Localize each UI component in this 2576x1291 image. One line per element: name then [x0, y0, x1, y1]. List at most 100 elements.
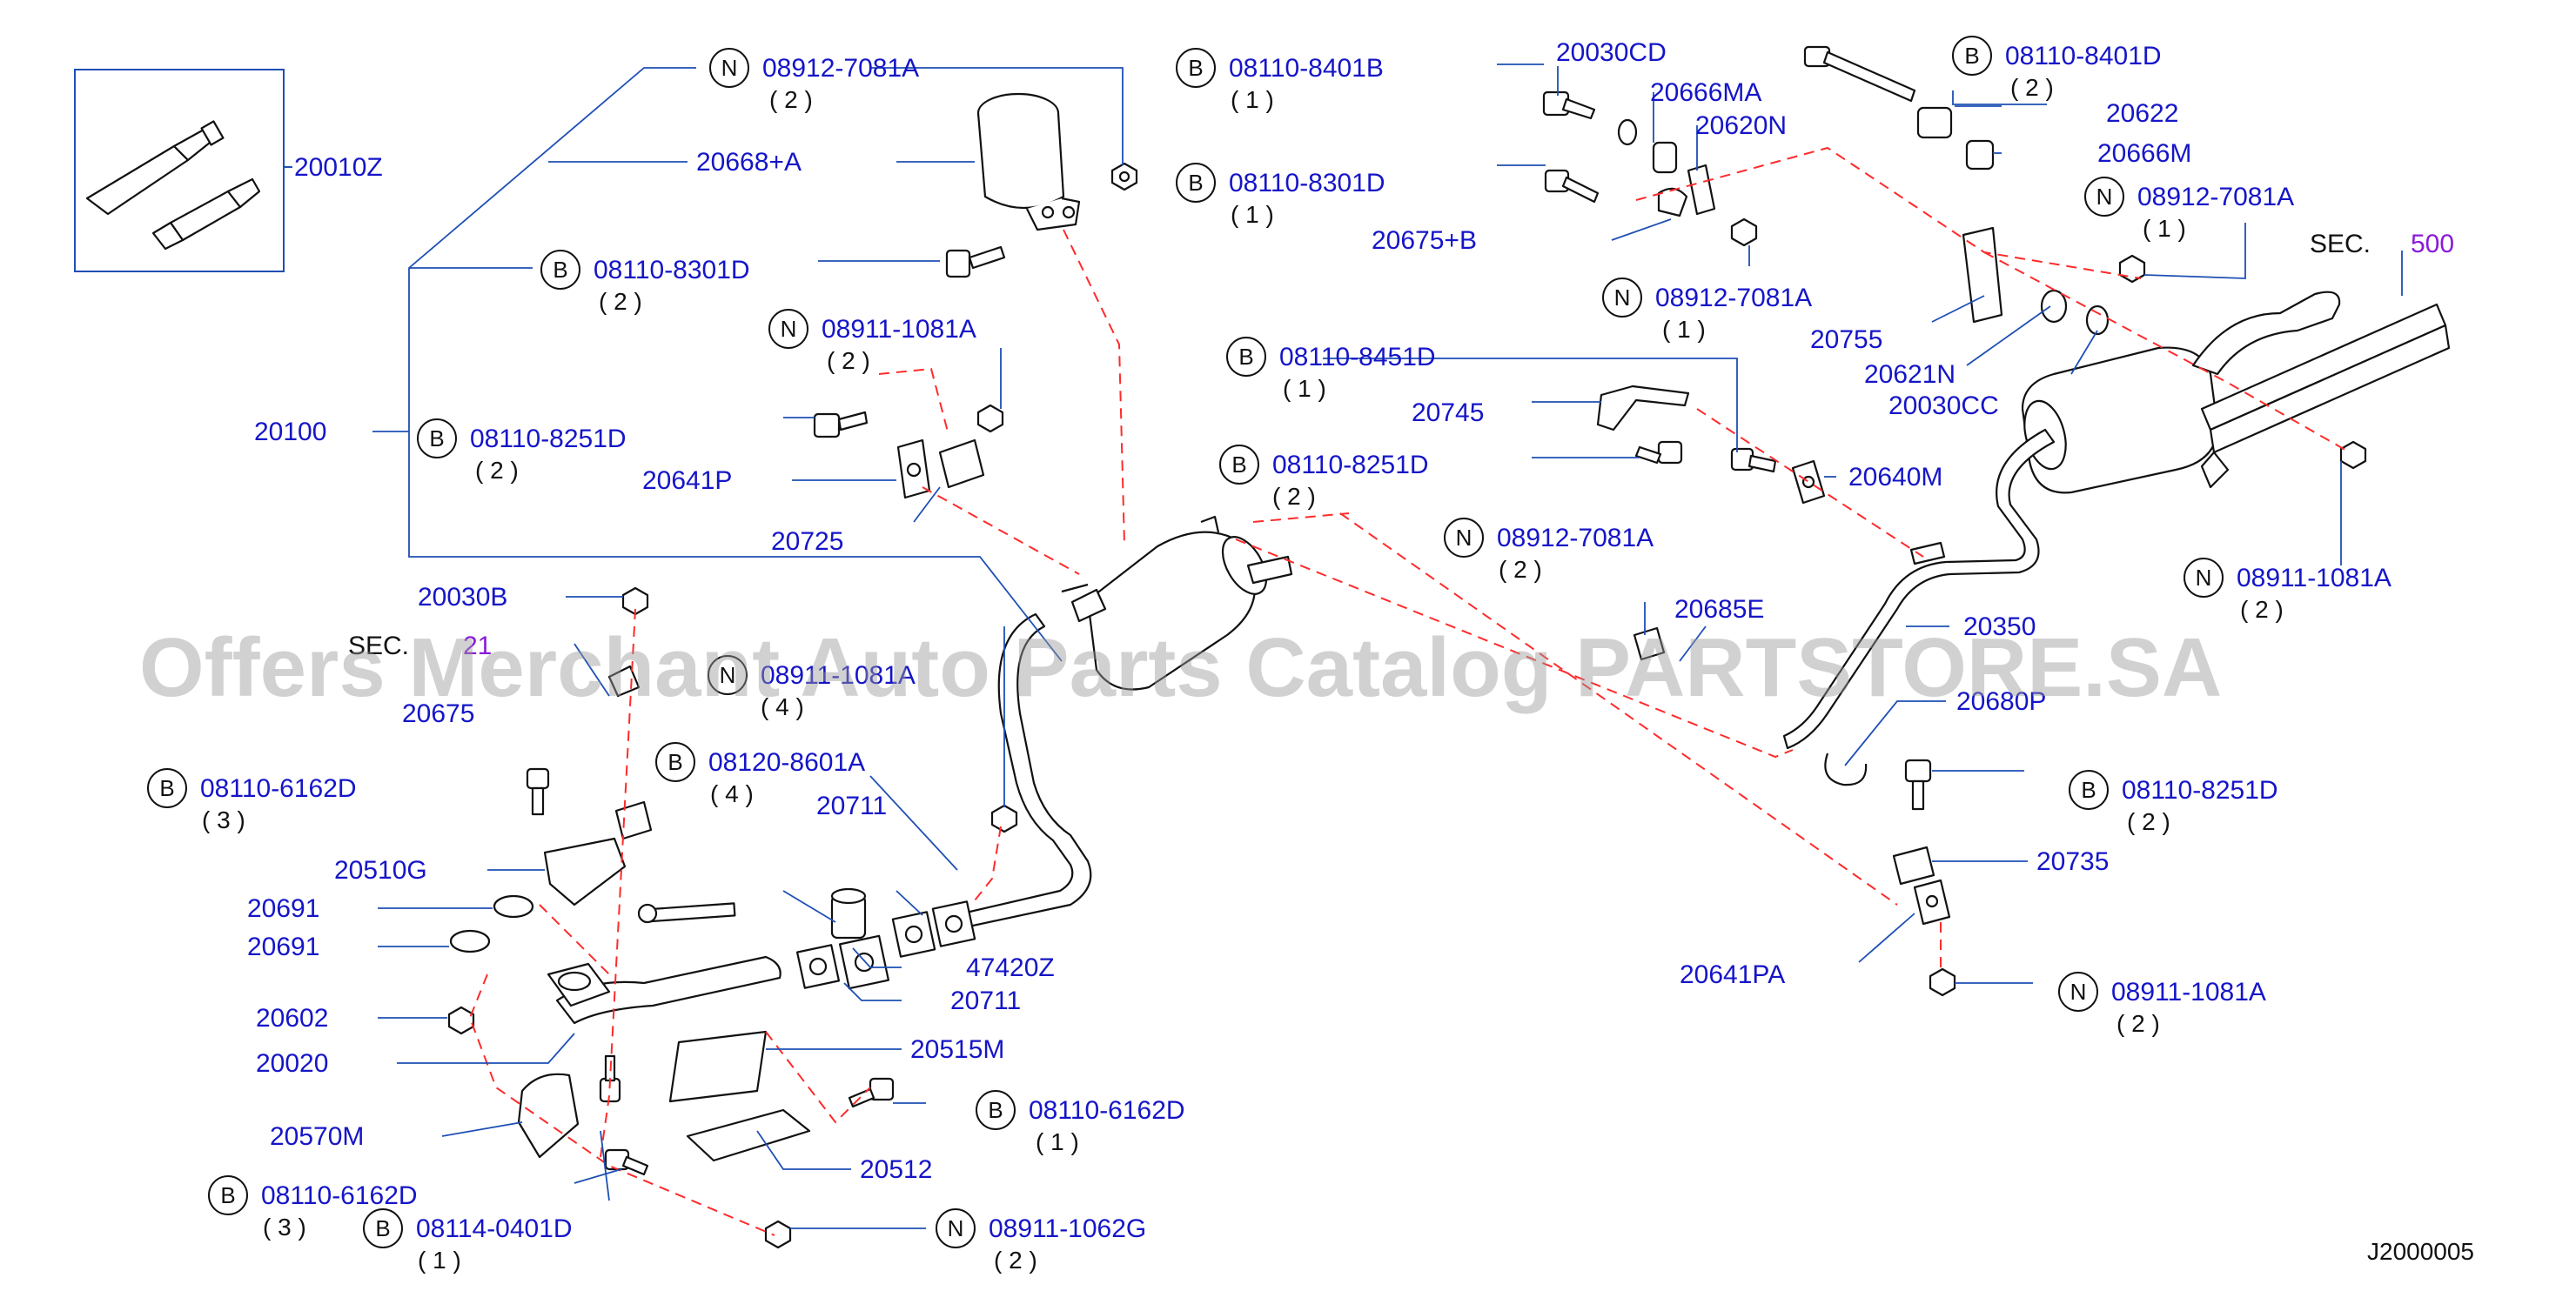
bracket-20745-icon	[1596, 385, 1690, 431]
clamp-20675B-icon	[1657, 187, 1688, 217]
svg-text:B: B	[667, 749, 682, 775]
label-20640M: 20640M	[1848, 463, 1942, 492]
label-20030CC: 20030CC	[1888, 391, 1999, 420]
fastener-quantity: ( 3 )	[263, 1214, 306, 1241]
label-20512: 20512	[860, 1155, 932, 1184]
leader-lines	[284, 64, 2403, 1229]
svg-text:B: B	[1964, 43, 1979, 69]
rear-muffler-icon	[2021, 346, 2219, 494]
bolt-icon	[813, 411, 869, 438]
fastener-quantity: ( 1 )	[1231, 86, 1274, 113]
label-20735: 20735	[2036, 847, 2109, 876]
fastener-part-number: 08110-8401D	[2005, 42, 2162, 70]
fastener-quantity: ( 4 )	[761, 693, 804, 720]
fastener-part-number: 08912-7081A	[2137, 183, 2294, 211]
tail-pipe-icon	[2191, 291, 2341, 376]
washer-20621N-icon	[2040, 289, 2068, 324]
label-20711-a: 20711	[816, 792, 887, 820]
fastener-part-number: 08110-6162D	[200, 774, 357, 803]
svg-text:B: B	[429, 425, 444, 452]
bolt-icon	[1730, 447, 1777, 473]
bushing-20666M-icon	[1965, 139, 1995, 171]
part-labels: 20010Z 20668+A 20100 20641P 20725 20030B…	[247, 38, 2191, 1184]
label-20510G: 20510G	[334, 856, 427, 885]
svg-text:21: 21	[463, 632, 492, 660]
fastener-quantity: ( 1 )	[1036, 1128, 1079, 1155]
label-20745: 20745	[1412, 398, 1484, 427]
gasket-icon	[891, 911, 936, 958]
gasket-20691-icon	[493, 894, 534, 919]
fastener-part-number: 08911-1062G	[989, 1214, 1146, 1243]
label-20570M: 20570M	[270, 1122, 364, 1151]
bolt-icon	[945, 245, 1006, 278]
svg-text:B: B	[1188, 55, 1203, 81]
fastener-badge: B	[2069, 770, 2109, 810]
fastener-part-number: 08110-8301D	[1229, 169, 1385, 197]
svg-text:N: N	[1456, 525, 1472, 551]
label-20030CD: 20030CD	[1556, 38, 1667, 67]
clip-20685E-icon	[1633, 626, 1666, 661]
fastener-quantity: ( 2 )	[2240, 596, 2284, 623]
label-20622: 20622	[2106, 99, 2178, 128]
fastener-badge: B	[1226, 337, 1266, 377]
label-20675: 20675	[402, 699, 474, 728]
svg-text:500: 500	[2411, 230, 2454, 258]
fastener-badge: N	[1444, 518, 1484, 558]
nut-icon	[1929, 967, 1956, 997]
fastener-badge: B	[147, 768, 187, 808]
svg-text:SEC.: SEC.	[348, 632, 409, 660]
fastener-badge: N	[2084, 177, 2124, 217]
clamp-20668-icon	[976, 92, 1081, 231]
washer-icon	[1617, 118, 1638, 146]
fastener-quantity: ( 2 )	[827, 347, 870, 374]
section-ref-21: SEC. 21	[348, 632, 492, 660]
fastener-part-number: 08110-6162D	[261, 1181, 418, 1210]
fastener-badge: B	[417, 418, 457, 458]
fastener-badge: N	[936, 1208, 976, 1248]
label-20666MA: 20666MA	[1650, 78, 1761, 107]
fastener-part-number: 08912-7081A	[762, 54, 919, 83]
center-muffler-icon	[1061, 515, 1293, 691]
fastener-badge: N	[2184, 558, 2224, 598]
fastener-quantity: ( 2 )	[1272, 483, 1316, 510]
gasket-20691-icon	[449, 929, 491, 953]
svg-text:N: N	[948, 1215, 964, 1241]
bracket-20675-icon	[614, 800, 653, 840]
label-20620N: 20620N	[1695, 111, 1787, 140]
label-20020: 20020	[256, 1049, 328, 1078]
label-20515M: 20515M	[910, 1035, 1004, 1064]
front-tube-icon	[547, 955, 782, 1025]
fastener-quantity: ( 2 )	[475, 457, 519, 484]
fastener-badge: B	[1219, 445, 1259, 485]
fastener-part-number: 08912-7081A	[1655, 284, 1812, 312]
svg-text:N: N	[1614, 284, 1631, 311]
washer-20030CC-icon	[2085, 304, 2110, 336]
fastener-quantity: ( 2 )	[2010, 74, 2054, 101]
fastener-badge: B	[363, 1208, 403, 1248]
nut-icon	[1730, 217, 1758, 247]
flange-icon	[838, 934, 890, 990]
fastener-quantity: ( 3 )	[202, 806, 245, 833]
label-20666M: 20666M	[2097, 139, 2191, 168]
fastener-part-number: 08911-1081A	[2237, 564, 2392, 592]
svg-text:N: N	[2070, 979, 2087, 1005]
bushing-20622-icon	[1916, 106, 1953, 139]
fastener-badge: B	[1952, 36, 1992, 76]
label-20100: 20100	[254, 418, 326, 446]
fastener-quantity: ( 2 )	[994, 1247, 1037, 1274]
bracket-20620N-icon	[1687, 164, 1716, 216]
u-bolt-20680P-icon	[1824, 753, 1868, 786]
svg-text:N: N	[720, 662, 736, 688]
fastener-part-number: 08110-8251D	[470, 425, 627, 453]
bracket-20755-icon	[1962, 226, 2003, 324]
fastener-callouts: N 08912-7081A ( 2 ) B 08110-8301D ( 2 ) …	[147, 36, 2392, 1274]
fastener-badge: N	[2058, 972, 2098, 1012]
fastener-badge: B	[1176, 163, 1216, 203]
fastener-part-number: 08110-6162D	[1029, 1096, 1185, 1125]
flange-icon	[931, 900, 976, 947]
rear-pipe-20350-icon	[1782, 428, 2056, 750]
sealant-applicator-icon	[151, 177, 261, 251]
svg-text:B: B	[2081, 777, 2096, 803]
nut-20030B-icon	[621, 586, 649, 616]
fastener-badge: B	[655, 742, 695, 782]
